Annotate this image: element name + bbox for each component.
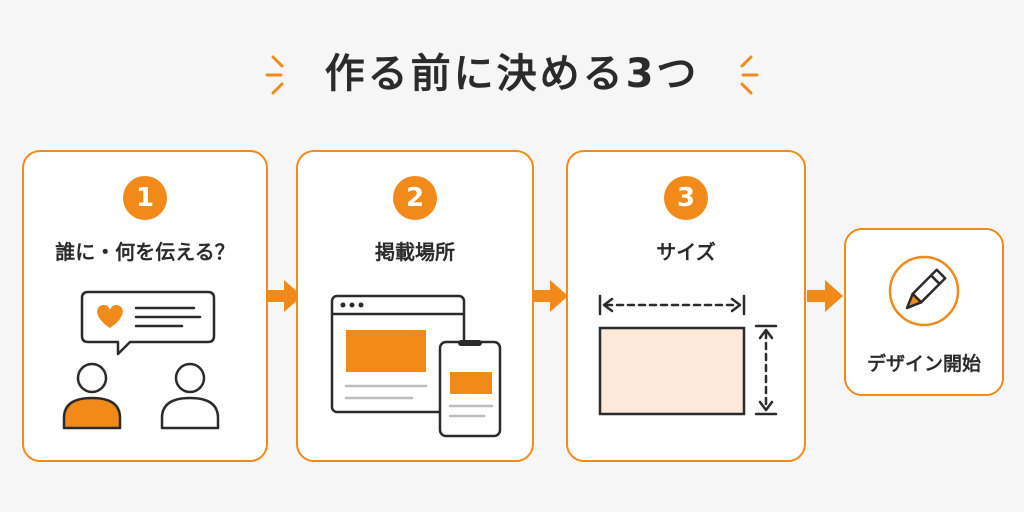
page-title: 作る前に決める3つ <box>324 51 700 97</box>
arrow-right-icon <box>532 280 568 312</box>
final-step-card: デザイン開始 <box>844 228 1004 396</box>
size-rectangle-icon <box>598 294 778 416</box>
step-card-1: 1 誰に・何を伝える？ <box>22 150 268 462</box>
step-label: 掲載場所 <box>375 240 455 264</box>
step-label: 誰に・何を伝える？ <box>55 240 235 264</box>
arrow-right-icon <box>266 280 302 312</box>
burst-left-icon <box>265 55 284 95</box>
browser-and-phone-icon <box>330 294 502 438</box>
title-row: 作る前に決める3つ <box>0 42 1024 106</box>
step-number-badge: 1 <box>123 176 167 220</box>
step-card-2: 2 掲載場所 <box>296 150 534 462</box>
step-card-3: 3 サイズ <box>566 150 806 462</box>
arrow-right-icon <box>807 280 843 312</box>
step-number-badge: 3 <box>664 176 708 220</box>
conversation-people-icon <box>62 290 220 430</box>
step-label: サイズ <box>656 240 716 264</box>
step-number-badge: 2 <box>393 176 437 220</box>
final-step-label: デザイン開始 <box>866 353 981 375</box>
pencil-icon <box>888 255 960 327</box>
burst-right-icon <box>740 55 759 95</box>
